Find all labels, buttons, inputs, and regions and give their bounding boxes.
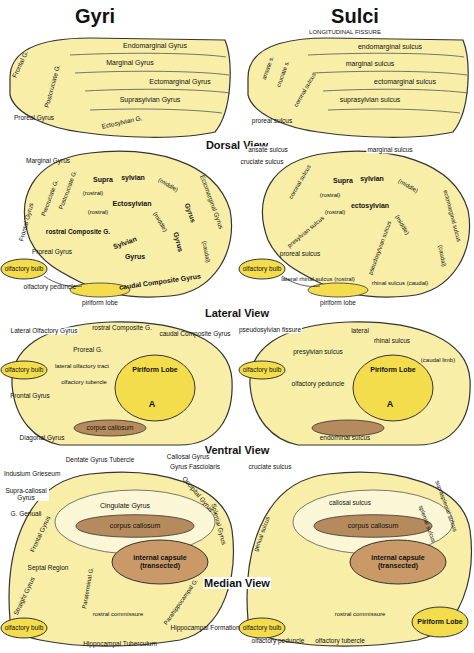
anatomy-label: Marginal Gyrus xyxy=(106,59,153,67)
anatomy-label: rostral Composite G. xyxy=(92,324,152,331)
anatomy-label: Gyri xyxy=(75,5,115,27)
anatomy-label: rostral commissure xyxy=(93,611,144,618)
anatomy-label: olfactory bulb xyxy=(5,265,44,272)
anatomy-label: Supra xyxy=(333,177,353,185)
anatomy-label: olfactory bulb xyxy=(243,265,282,272)
anatomy-label: ansate sulcus xyxy=(247,146,289,153)
anatomy-label: endorhinal sulcus xyxy=(320,434,371,441)
anatomy-label: Ectosylvian xyxy=(113,200,152,208)
anatomy-label: proreal sulcus xyxy=(280,250,320,257)
anatomy-label: Septal Region xyxy=(28,564,69,571)
anatomy-label: Gyrus xyxy=(125,253,145,261)
anatomy-label: lateral olfactory tract xyxy=(55,363,109,370)
anatomy-label: marginal sulcus xyxy=(366,146,413,153)
anatomy-label: Lateral View xyxy=(204,307,270,319)
anatomy-label: (rostral) xyxy=(88,209,109,216)
anatomy-label: Median View xyxy=(203,577,271,589)
anatomy-label: corpus callosum xyxy=(348,522,399,530)
anatomy-label: Gyrus Fasciolaris xyxy=(169,463,221,470)
anatomy-label: Dentate Gyrus Tubercle xyxy=(65,456,136,463)
anatomy-label: callosal sulcus xyxy=(329,499,371,506)
anatomy-label: Proreal Gyrus xyxy=(14,114,54,121)
anatomy-label: suprasylvian sulcus xyxy=(340,96,401,104)
anatomy-label: ectomarginal sulcus xyxy=(374,78,436,86)
anatomy-label: internal capsule (transected) xyxy=(367,554,429,569)
anatomy-label: rhinal sulcus (caudal) xyxy=(372,280,429,287)
anatomy-label: piriform lobe xyxy=(319,299,357,306)
anatomy-label: piriform lobe xyxy=(81,299,119,306)
anatomy-label: LONGITUDINAL FISSURE xyxy=(308,29,382,36)
anatomy-label: ectosylvian xyxy=(351,202,389,210)
anatomy-label: sylvian xyxy=(360,175,384,183)
anatomy-label: olfactory peduncle xyxy=(252,637,305,644)
anatomy-label: pseudosylvian fissure xyxy=(238,326,302,333)
anatomy-label: A xyxy=(149,400,156,410)
anatomy-label: Suprasylvian Gyrus xyxy=(120,96,181,104)
anatomy-label: Piriform Lobe xyxy=(132,366,178,374)
anatomy-label: lateral rhinal sulcus (rostral) xyxy=(281,276,355,283)
anatomy-label: Piriform Lobe xyxy=(370,366,416,374)
anatomy-label: proreal sulcus xyxy=(252,117,292,124)
anatomy-label: olfactory peduncle xyxy=(292,380,345,387)
anatomy-label: olfactory peduncle xyxy=(24,283,77,290)
anatomy-label: Marginal Gyrus xyxy=(26,157,70,164)
anatomy-label: (rostral) xyxy=(320,192,341,199)
anatomy-label: marginal sulcus xyxy=(346,60,395,68)
anatomy-label: internal capsule (transected) xyxy=(129,554,191,569)
anatomy-label: A xyxy=(387,400,394,410)
anatomy-label: Callosal Gyrus xyxy=(166,453,210,460)
anatomy-label: caudal Composite Gyrus xyxy=(159,330,230,337)
anatomy-label: endomarginal sulcus xyxy=(358,43,422,51)
anatomy-label: Hippocampal Tuberculum xyxy=(83,640,157,647)
anatomy-label: corpus callosum xyxy=(110,522,161,530)
anatomy-label: rhinal sulcus xyxy=(374,337,410,344)
anatomy-label: olfactory bulb xyxy=(5,624,44,631)
anatomy-label: olfactory tubercle xyxy=(315,637,365,644)
anatomy-label: Proreal G. xyxy=(73,346,103,353)
anatomy-label: Indusium Grieseum xyxy=(3,470,61,477)
anatomy-label: rostral commissure xyxy=(335,611,386,618)
anatomy-label: (rostral) xyxy=(325,209,346,216)
anatomy-label: lateral xyxy=(351,327,369,334)
anatomy-label: corpus callosum xyxy=(87,424,134,431)
anatomy-label: Diagonal Gyrus xyxy=(20,434,65,441)
anatomy-label: (caudal limb) xyxy=(421,357,455,364)
anatomy-label: rostral Composite G. xyxy=(46,228,110,235)
anatomy-label: olfactory bulb xyxy=(243,366,282,373)
anatomy-label: Proreal Gyrus xyxy=(32,248,72,255)
anatomy-label: Cingulate Gyrus xyxy=(100,502,150,510)
anatomy-label: Ventral View xyxy=(204,444,271,456)
anatomy-label: Sulci xyxy=(331,5,379,27)
anatomy-label: Supra xyxy=(93,176,113,184)
anatomy-label: (rostral) xyxy=(83,190,104,197)
anatomy-label: olfactory bulb xyxy=(243,624,282,631)
piriform-lobe xyxy=(412,607,468,637)
anatomy-label: Lateral Olfactory Gyrus xyxy=(10,327,79,334)
anatomy-label: olfactory tubercle xyxy=(61,379,107,386)
anatomy-label: cruciate sulcus xyxy=(248,463,293,470)
anatomy-label: Frontal Gyrus xyxy=(10,392,49,399)
anatomy-label: Piriform Lobe xyxy=(417,618,463,626)
anatomy-label: Supra-callosal Gyrus xyxy=(3,487,49,501)
anatomy-label: Endomarginal Gyrus xyxy=(123,42,187,50)
anatomy-label: olfactory bulb xyxy=(5,366,44,373)
anatomy-label: Ectomarginal Gyrus xyxy=(149,78,210,86)
anatomy-label: G. Genuali xyxy=(10,510,41,517)
anatomy-label: sylvian xyxy=(121,174,145,182)
anatomy-label: presylvian sulcus xyxy=(293,348,343,355)
anatomy-label: Hippocampal Formation xyxy=(170,624,239,631)
anatomy-label: cruciate sulcus xyxy=(241,158,284,165)
